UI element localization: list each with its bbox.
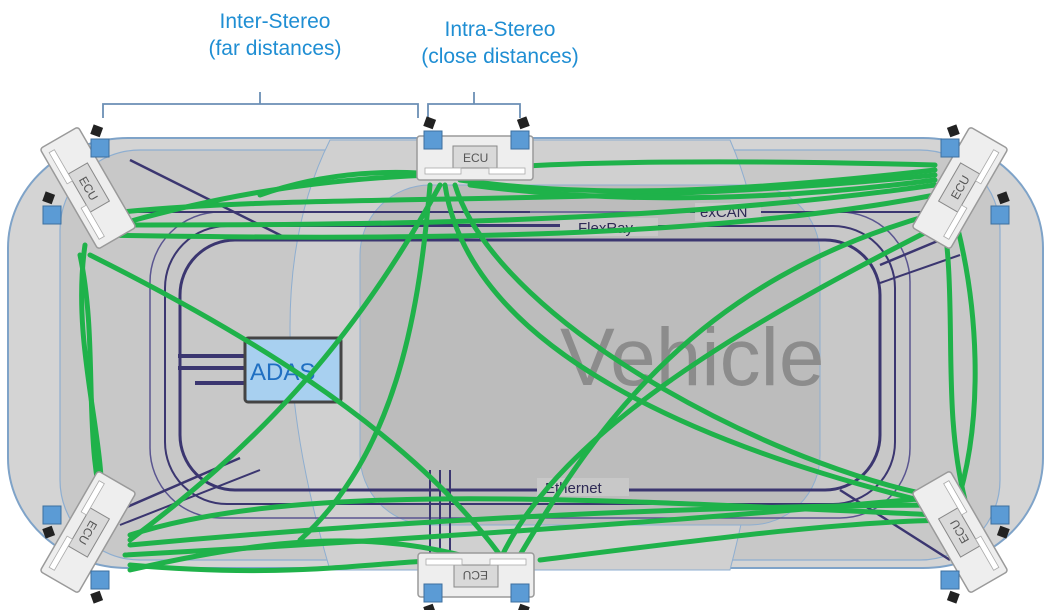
ethernet-ring [178,238,882,492]
ecu-rear-right: ECU [911,470,1009,594]
camera-front-right-top-icon [940,123,961,158]
ecu-front-center-label: ECU [463,151,488,165]
inter-stereo-title: Inter-Stereo [219,10,331,33]
intra-stereo-title: Intra-Stereo [444,18,556,41]
ecu-front-left: ECU [39,126,137,250]
camera-rear-right-bottom-icon [940,570,961,605]
ecu-rear-center-label: ECU [463,568,488,582]
vehicle-label: Vehicle [560,312,824,403]
camera-front-center-right-icon [510,115,531,150]
intra-stereo-subtitle: (close distances) [421,45,579,68]
inter-stereo-subtitle: (far distances) [208,37,342,60]
camera-rear-center-right-icon [510,583,531,610]
intra-stereo-caption: Intra-Stereo (close distances) [385,16,615,70]
inter-stereo-bracket [102,92,419,118]
ecu-front-center: ECU [416,135,534,181]
ecu-rear-left: ECU [39,470,137,594]
stereo-connections [77,159,978,574]
ecu-rear-center: ECU [417,552,535,598]
ecu-front-right: ECU [911,126,1009,250]
camera-rear-center-left-icon [422,583,443,610]
inter-stereo-caption: Inter-Stereo (far distances) [150,8,400,62]
camera-front-center-left-icon [422,115,443,150]
intra-stereo-bracket [427,92,521,118]
camera-rear-left-bottom-icon [89,570,110,605]
camera-front-left-top-icon [89,123,110,158]
